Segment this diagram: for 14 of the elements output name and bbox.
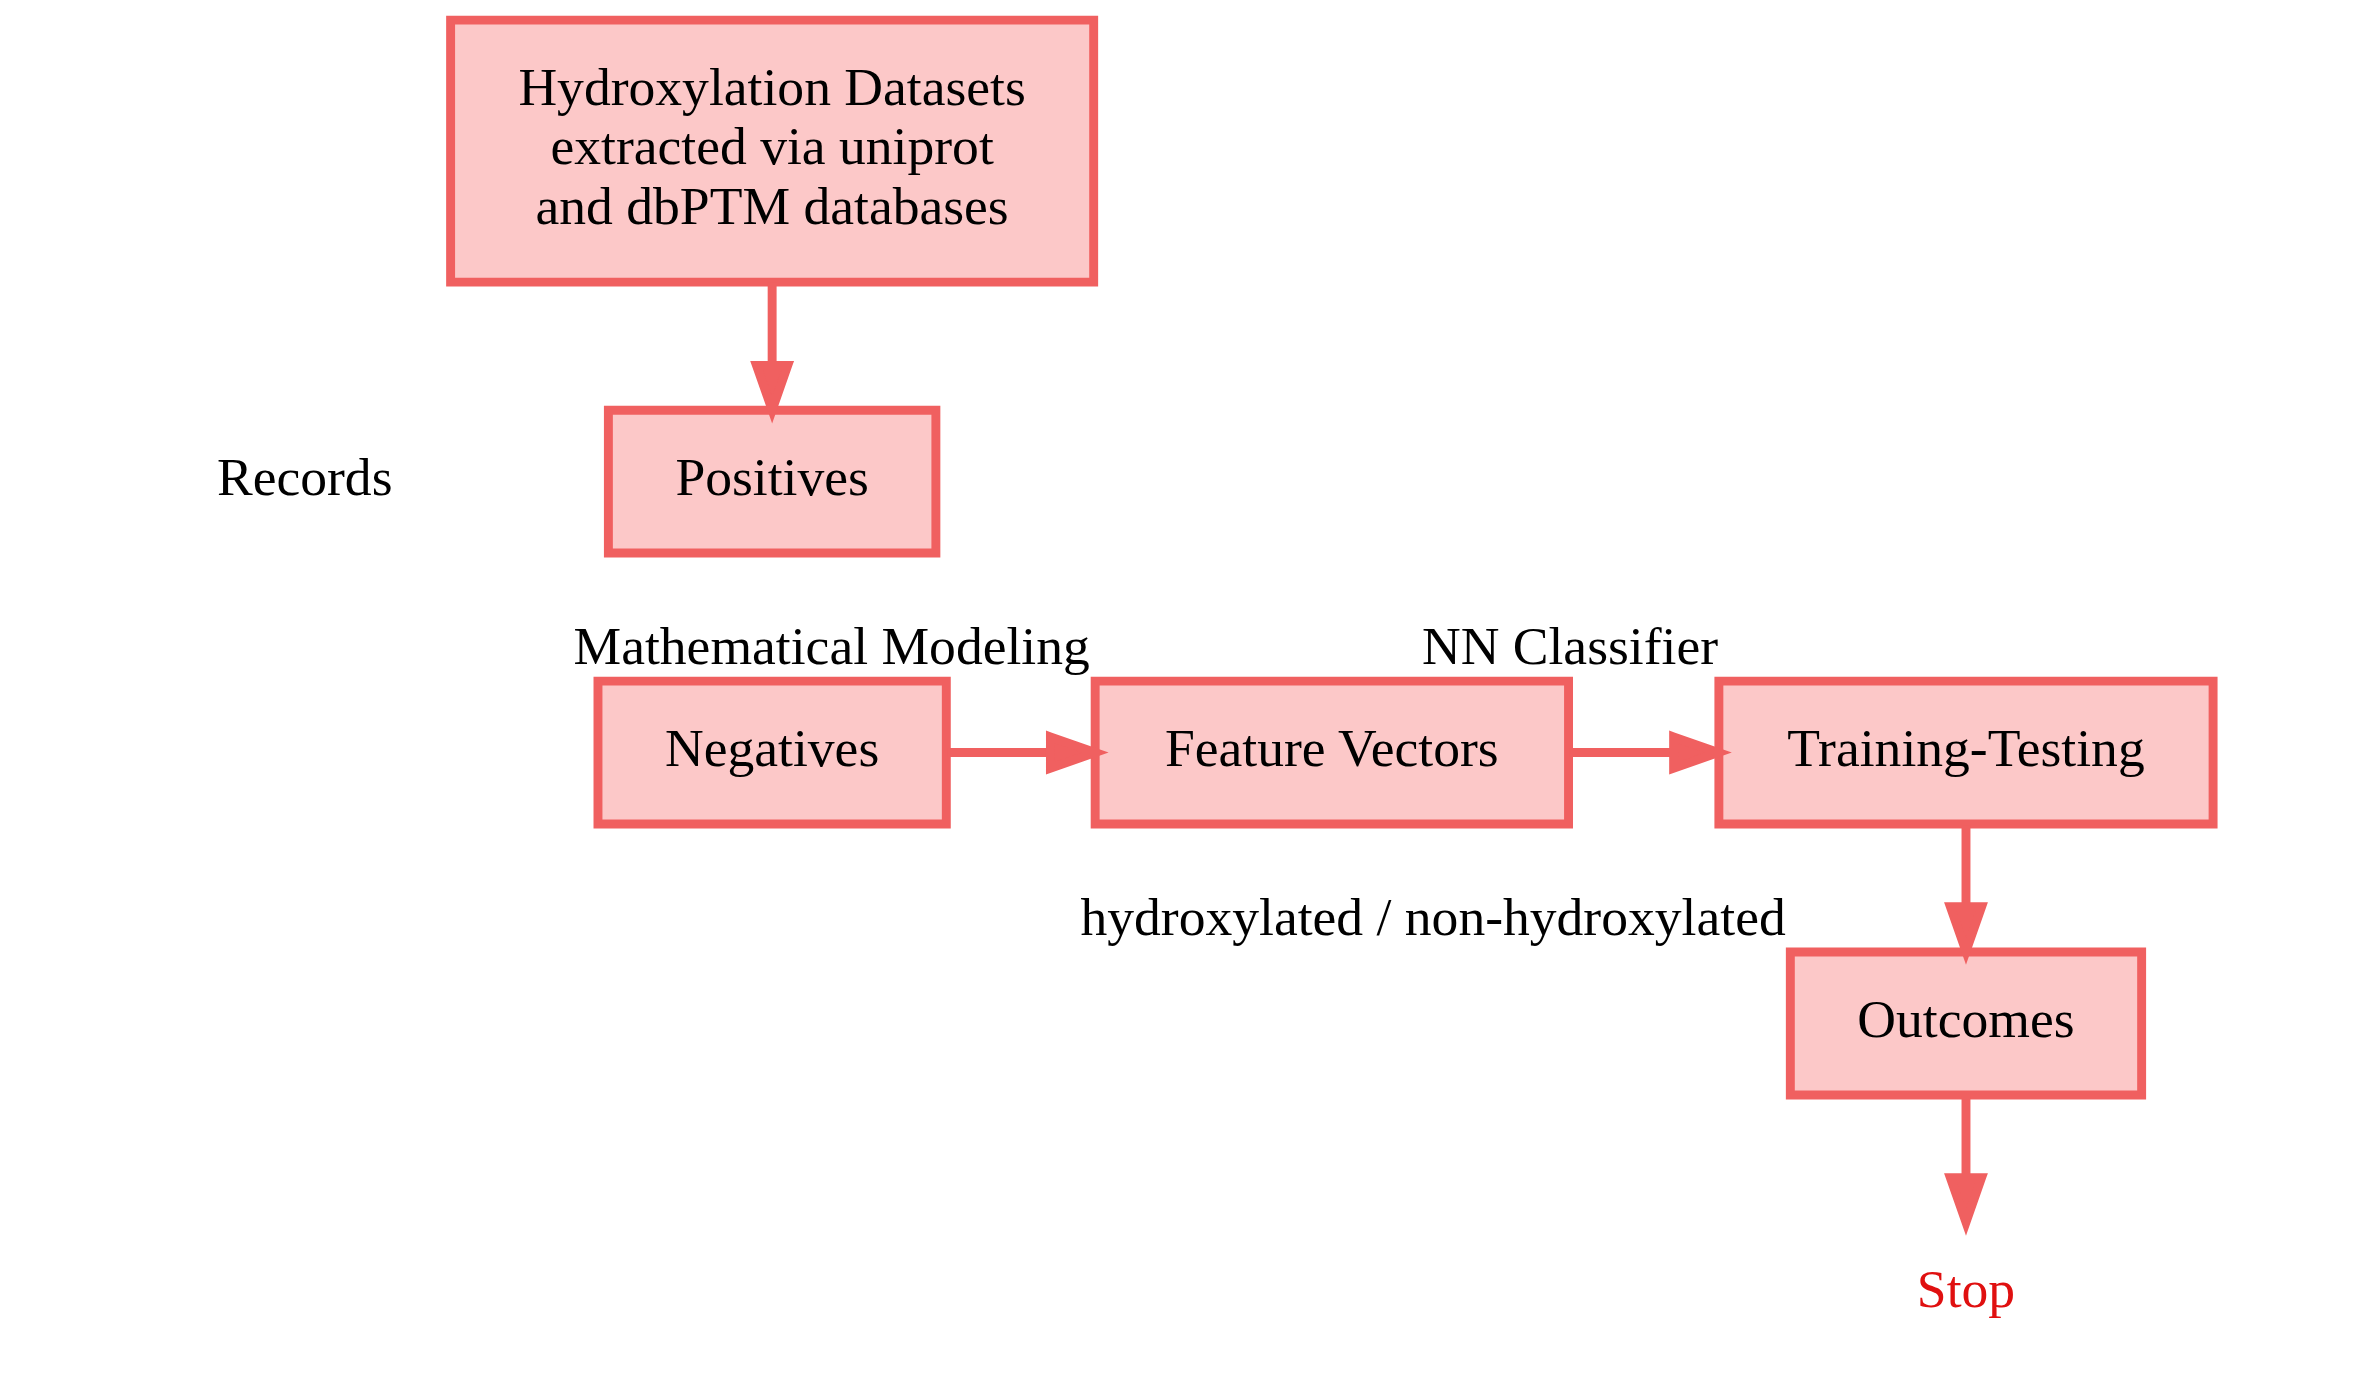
node-label: NN Classifier bbox=[1421, 616, 1719, 677]
node-box: Training-Testing bbox=[1714, 676, 2218, 829]
arrow bbox=[947, 730, 1109, 775]
node-box: Outcomes bbox=[1785, 947, 2147, 1100]
node-label: hydroxylated / non-hydroxylated bbox=[1080, 887, 1786, 948]
node-label: Mathematical Modeling bbox=[573, 616, 1090, 677]
arrow bbox=[1944, 1096, 1988, 1236]
label: Records bbox=[216, 446, 393, 507]
node-box: Hydroxylation Datasets extracted via uniprot and dbPTM databases bbox=[446, 15, 1099, 287]
arrow bbox=[1944, 825, 1988, 965]
node-text: Stop bbox=[1916, 1259, 2016, 1320]
node-box: Feature Vectors bbox=[1090, 676, 1573, 829]
node-box: Positives bbox=[603, 405, 941, 558]
node-box: Negatives bbox=[593, 676, 951, 829]
